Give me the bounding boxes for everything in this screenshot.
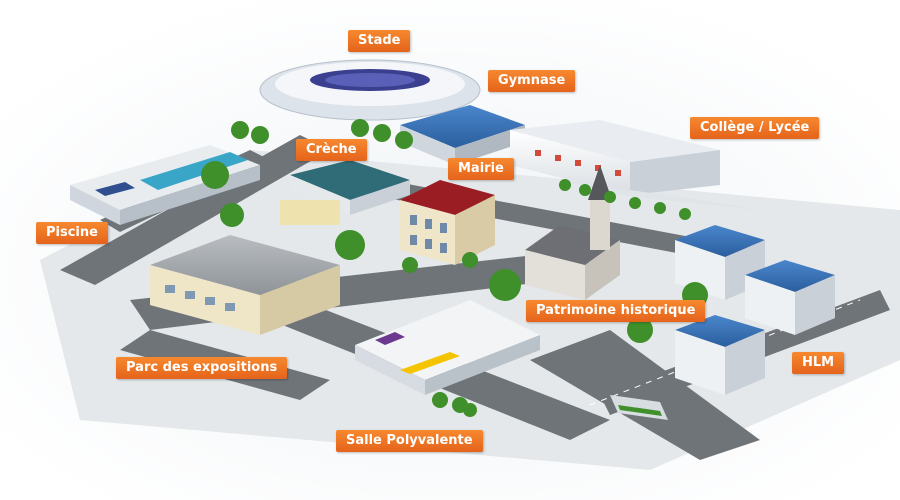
tram: [610, 395, 668, 420]
stadium: [259, 59, 481, 121]
social-housing: [675, 225, 835, 395]
label-creche[interactable]: Crèche: [296, 139, 367, 161]
label-parc-des-expositions[interactable]: Parc des expositions: [116, 357, 288, 379]
label-stade[interactable]: Stade: [348, 30, 411, 52]
exhibition-centre: [150, 235, 340, 335]
label-gymnase[interactable]: Gymnase: [488, 70, 576, 92]
label-piscine[interactable]: Piscine: [36, 222, 108, 244]
church: [525, 165, 620, 300]
label-salle-polyvalente[interactable]: Salle Polyvalente: [336, 430, 483, 452]
label-college-lycee[interactable]: Collège / Lycée: [690, 117, 820, 139]
nursery: [280, 160, 410, 225]
town-hall: [400, 180, 495, 265]
gymnasium: [400, 105, 525, 165]
label-hlm[interactable]: HLM: [792, 352, 845, 374]
trees: [201, 119, 708, 417]
label-mairie[interactable]: Mairie: [448, 158, 514, 180]
label-patrimoine-historique[interactable]: Patrimoine historique: [526, 300, 706, 322]
multipurpose-hall: [355, 300, 540, 395]
